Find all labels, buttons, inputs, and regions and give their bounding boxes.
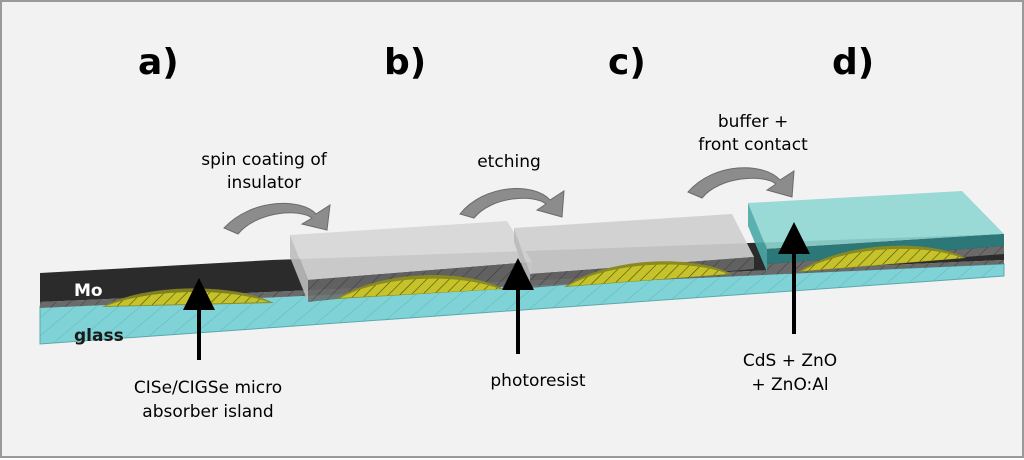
step-label-a: a) <box>138 42 179 83</box>
curved-arrow-spin-coating <box>223 202 331 235</box>
window-stack-d <box>748 191 1004 272</box>
spin-coating-label-line1: spin coating of <box>201 150 327 170</box>
curved-arrow-front-contact <box>687 167 795 199</box>
window-annotation-line2: + ZnO:Al <box>751 375 828 395</box>
insulator-block-b <box>290 221 532 302</box>
front-contact-label-line1: buffer + <box>718 112 788 132</box>
spin-coating-label-line2: insulator <box>227 173 301 193</box>
curved-arrow-etching <box>459 188 565 219</box>
photoresist-annotation: photoresist <box>490 371 586 391</box>
step-label-c: c) <box>608 42 646 83</box>
insulator-block-c <box>514 214 754 288</box>
etching-label: etching <box>477 152 541 172</box>
front-contact-label-line2: front contact <box>698 135 808 155</box>
absorber-annotation-line2: absorber island <box>142 402 273 422</box>
step-label-b: b) <box>384 42 426 83</box>
mo-label: Mo <box>74 281 103 301</box>
step-label-d: d) <box>832 42 874 83</box>
glass-label: glass <box>74 326 124 346</box>
absorber-annotation-line1: CISe/CIGSe micro <box>134 378 282 398</box>
window-annotation-line1: CdS + ZnO <box>743 351 837 371</box>
